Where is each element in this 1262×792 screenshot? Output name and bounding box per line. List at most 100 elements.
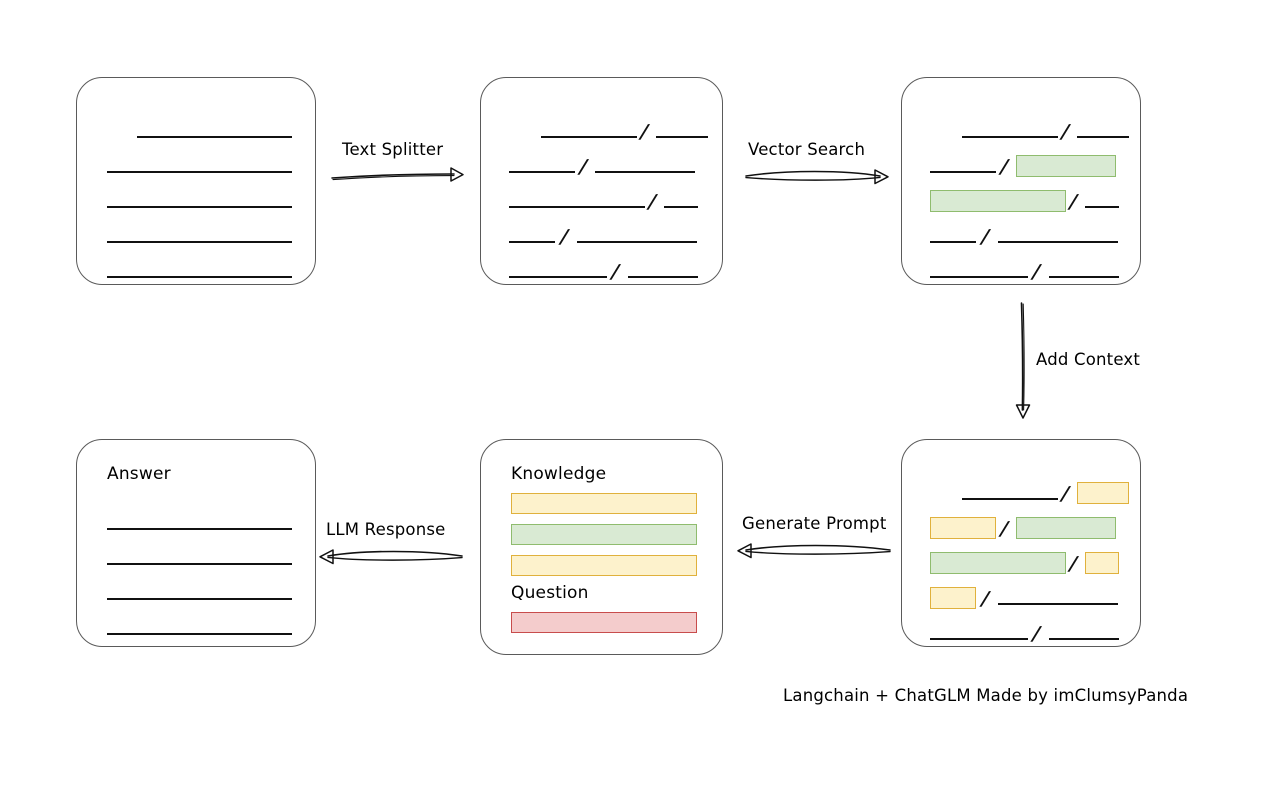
highlight-chip-green [1016, 517, 1116, 539]
text-row: / [481, 260, 722, 283]
text-row: / [481, 190, 722, 213]
separator-slash: / [999, 156, 1010, 178]
text-underline [107, 563, 292, 565]
text-row: / [902, 552, 1140, 575]
separator-slash: / [1031, 261, 1042, 283]
vector-search-arrow-label: Vector Search [748, 140, 866, 159]
prompt-bar-yellow [511, 493, 697, 514]
prompt-bar-yellow [511, 555, 697, 576]
highlight-chip-yellow [930, 587, 976, 609]
separator-slash: / [1060, 121, 1071, 143]
text-row: / [902, 120, 1140, 143]
text-underline [107, 528, 292, 530]
text-underline [1049, 276, 1119, 278]
text-underline [930, 638, 1028, 640]
text-underline [107, 276, 292, 278]
text-underline [930, 276, 1028, 278]
text-underline [664, 206, 698, 208]
text-row: / [481, 225, 722, 248]
knowledge-label: Knowledge [511, 464, 607, 484]
text-underline [998, 241, 1118, 243]
text-underline [107, 206, 292, 208]
text-underline [1049, 638, 1119, 640]
prompt-bar-red [511, 612, 697, 633]
text-underline [1085, 206, 1119, 208]
llm-response-arrow-label: LLM Response [326, 520, 446, 539]
text-row [77, 512, 315, 530]
source-document-card[interactable] [76, 77, 316, 285]
text-underline [107, 171, 292, 173]
text-underline [577, 241, 697, 243]
separator-slash: / [980, 588, 991, 610]
separator-slash: / [610, 261, 621, 283]
text-row [77, 582, 315, 600]
separator-slash: / [639, 121, 650, 143]
text-row [77, 225, 315, 243]
highlight-chip-yellow [1085, 552, 1119, 574]
vector-matches-card[interactable]: / / / / / [901, 77, 1141, 285]
text-row: / [902, 587, 1140, 610]
text-underline [509, 276, 607, 278]
text-row [77, 155, 315, 173]
highlight-chip-green [1016, 155, 1116, 177]
add-context-arrow-label: Add Context [1036, 350, 1141, 369]
text-row [77, 120, 315, 138]
answer-card[interactable]: Answer [76, 439, 316, 647]
highlight-chip-yellow [930, 517, 996, 539]
text-underline [107, 598, 292, 600]
text-row [77, 260, 315, 278]
text-underline [541, 136, 637, 138]
text-row [77, 547, 315, 565]
text-splitter-arrow-label: Text Splitter [342, 140, 444, 159]
text-row: / [481, 155, 722, 178]
text-row: / [902, 190, 1140, 213]
highlight-chip-yellow [1077, 482, 1129, 504]
text-row: / [902, 482, 1140, 505]
separator-slash: / [647, 191, 658, 213]
text-underline [509, 241, 555, 243]
text-underline [930, 171, 996, 173]
separator-slash: / [1060, 483, 1071, 505]
context-document-card[interactable]: / / / / / [901, 439, 1141, 647]
vector-search-arrow: Vector Search [744, 140, 890, 190]
text-underline [1077, 136, 1129, 138]
diagram-caption: Langchain + ChatGLM Made by imClumsyPand… [783, 686, 1189, 705]
text-underline [962, 136, 1058, 138]
separator-slash: / [559, 226, 570, 248]
add-context-arrow: Add Context [1004, 300, 1174, 422]
llm-response-arrow: LLM Response [318, 520, 464, 570]
separator-slash: / [980, 226, 991, 248]
question-label: Question [511, 583, 589, 603]
text-underline [595, 171, 695, 173]
answer-card-label: Answer [107, 464, 171, 484]
separator-slash: / [1068, 553, 1079, 575]
text-row: / [481, 120, 722, 143]
text-underline [509, 171, 575, 173]
text-underline [656, 136, 708, 138]
generate-prompt-arrow: Generate Prompt [736, 514, 892, 564]
text-underline [107, 241, 292, 243]
text-row [77, 617, 315, 635]
separator-slash: / [1031, 623, 1042, 645]
split-chunks-card[interactable]: / / / / / [480, 77, 723, 285]
text-row: / [902, 155, 1140, 178]
text-underline [628, 276, 698, 278]
text-underline [137, 136, 292, 138]
prompt-card[interactable]: Knowledge Question [480, 439, 723, 655]
text-row [77, 190, 315, 208]
generate-prompt-arrow-label: Generate Prompt [742, 514, 887, 533]
highlight-chip-green [930, 190, 1066, 212]
text-underline [930, 241, 976, 243]
text-row: / [902, 517, 1140, 540]
text-row: / [902, 225, 1140, 248]
text-underline [509, 206, 645, 208]
separator-slash: / [578, 156, 589, 178]
text-underline [962, 498, 1058, 500]
separator-slash: / [1068, 191, 1079, 213]
text-underline [998, 603, 1118, 605]
text-row: / [902, 622, 1140, 645]
prompt-bar-green [511, 524, 697, 545]
text-splitter-arrow: Text Splitter [330, 140, 465, 190]
separator-slash: / [999, 518, 1010, 540]
